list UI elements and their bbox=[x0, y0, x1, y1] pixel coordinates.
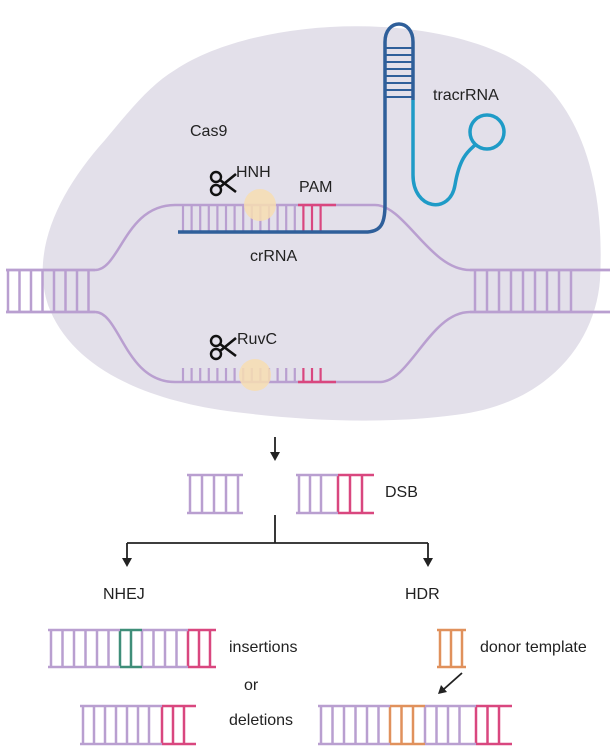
dsb-right-fragment bbox=[296, 473, 374, 515]
hdr-repaired-product bbox=[318, 704, 512, 746]
tracrrna-stemloop bbox=[383, 22, 415, 100]
cas9-protein-blob bbox=[42, 26, 601, 421]
label-tracrrna: tracrRNA bbox=[433, 87, 499, 104]
ruvc-cut-site-glow bbox=[239, 359, 271, 391]
label-dsb: DSB bbox=[385, 484, 418, 501]
nhej-insertion-product bbox=[48, 628, 216, 669]
label-nhej: NHEJ bbox=[103, 586, 145, 603]
tracrrna-tail bbox=[411, 100, 477, 207]
label-pam: PAM bbox=[299, 179, 332, 196]
branch-left-head bbox=[122, 558, 132, 567]
tracrrna-hairpin bbox=[383, 22, 415, 100]
dsb-left-fragment bbox=[187, 473, 243, 515]
dna-right-duplex bbox=[470, 268, 610, 314]
arrow-donor-to-repair bbox=[443, 672, 463, 690]
crrna-strand bbox=[178, 100, 387, 234]
label-donor-template: donor template bbox=[480, 639, 587, 656]
scissors-icon bbox=[209, 170, 237, 197]
tracrrna-loop bbox=[468, 113, 506, 151]
label-hnh: HNH bbox=[236, 164, 271, 181]
arrow-donor-to-repair-head bbox=[438, 685, 447, 694]
label-deletions: deletions bbox=[229, 712, 293, 729]
label-hdr: HDR bbox=[405, 586, 440, 603]
branch-right-head bbox=[423, 558, 433, 567]
hnh-cut-site-glow bbox=[244, 189, 276, 221]
scissors-icon bbox=[209, 334, 237, 361]
donor-template-fragment bbox=[437, 628, 466, 669]
label-insertions: insertions bbox=[229, 639, 297, 656]
label-cas9: Cas9 bbox=[190, 123, 227, 140]
nhej-deletion-product bbox=[80, 704, 196, 746]
dna-lower-strand bbox=[6, 310, 610, 384]
label-ruvc: RuvC bbox=[237, 331, 277, 348]
label-or: or bbox=[244, 677, 259, 694]
label-crrna: crRNA bbox=[250, 248, 297, 265]
dna-left-duplex bbox=[6, 268, 95, 314]
arrow-to-dsb-head bbox=[270, 452, 280, 461]
